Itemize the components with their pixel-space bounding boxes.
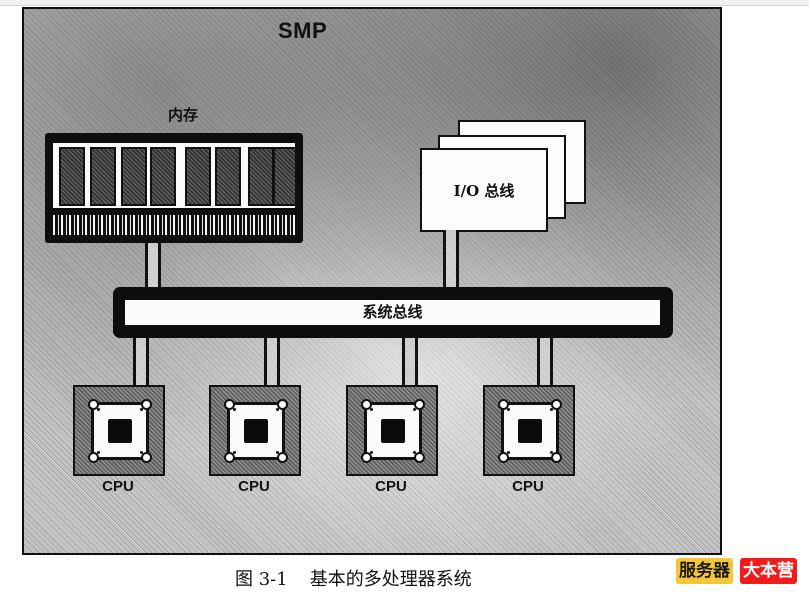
watermark-badge-server: 服务器 <box>676 558 733 584</box>
watermark-badge-camp: 大本营 <box>740 558 797 584</box>
figure-caption-text: 基本的多处理器系统 <box>309 569 472 590</box>
memory-chip <box>185 147 211 206</box>
memory-chip <box>121 147 147 206</box>
memory-chip <box>215 147 241 206</box>
memory-chip <box>59 147 85 206</box>
cpu-chip <box>346 385 438 476</box>
cpu-label: CPU <box>102 478 134 495</box>
memory-chip <box>150 147 176 206</box>
memory-chip <box>248 147 274 206</box>
cpu-socket <box>88 399 152 463</box>
memory-chip <box>273 147 297 206</box>
memory-chip <box>90 147 116 206</box>
cpu-label: CPU <box>512 478 544 495</box>
io-bus-connector <box>443 230 459 287</box>
cpu-socket <box>498 399 562 463</box>
cpu-die <box>108 419 132 443</box>
figure-caption: 图 3-1 基本的多处理器系统 <box>235 565 472 591</box>
memory-label: 内存 <box>168 106 199 124</box>
top-border <box>0 0 809 6</box>
cpu-die <box>518 419 542 443</box>
cpu-connector <box>264 338 280 385</box>
io-bus-label: I/O 总线 <box>453 182 515 200</box>
cpu-chip <box>483 385 575 476</box>
cpu-label: CPU <box>238 478 270 495</box>
cpu-die <box>244 419 268 443</box>
cpu-label: CPU <box>375 478 407 495</box>
memory-chip-area <box>53 143 297 208</box>
cpu-socket <box>224 399 288 463</box>
memory-module <box>45 133 303 243</box>
cpu-chip <box>73 385 165 476</box>
cpu-socket <box>361 399 425 463</box>
system-bus: 系统总线 <box>113 287 673 338</box>
memory-bus-connector <box>145 243 161 287</box>
memory-pins <box>53 215 295 235</box>
cpu-connector <box>402 338 418 385</box>
cpu-die <box>381 419 405 443</box>
io-card-front: I/O 总线 <box>420 148 548 232</box>
diagram-title: SMP <box>278 18 328 43</box>
cpu-connector <box>133 338 149 385</box>
system-bus-label: 系统总线 <box>125 300 660 325</box>
cpu-chip <box>209 385 301 476</box>
figure-number: 图 3-1 <box>235 569 288 590</box>
cpu-connector <box>537 338 553 385</box>
